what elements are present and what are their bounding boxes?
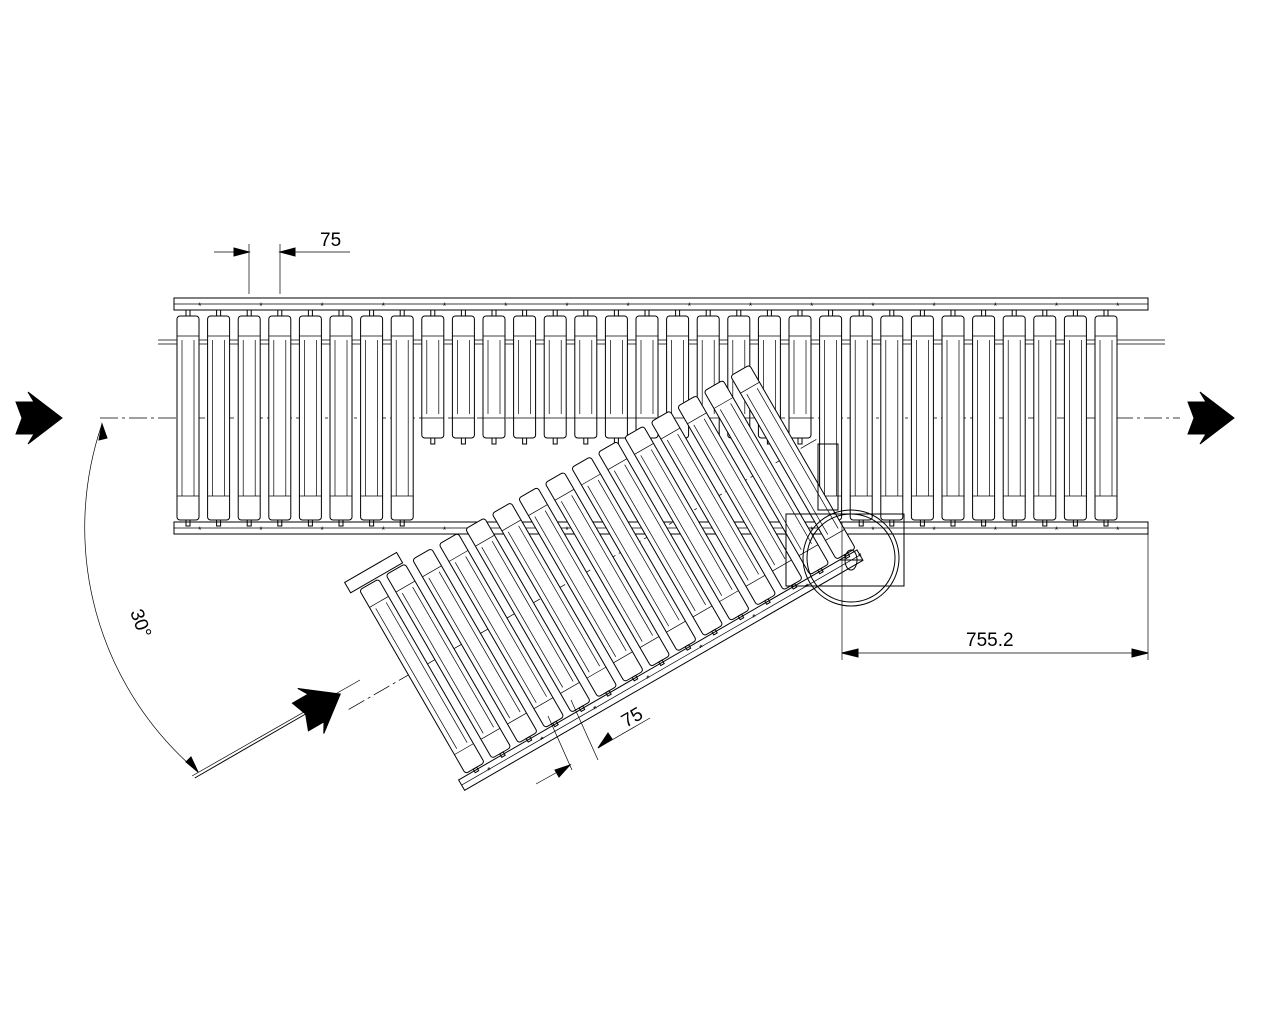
fastener-mark: *: [871, 525, 875, 535]
fastener-mark: *: [688, 301, 692, 311]
fastener-mark: *: [1055, 525, 1059, 535]
fastener-mark: *: [1116, 525, 1120, 535]
roller: [513, 309, 537, 445]
roller: [439, 533, 564, 728]
branch-far-frame: [343, 551, 404, 594]
main-top-frame: [173, 297, 1149, 311]
branch-arrow-icon: [194, 687, 341, 779]
roller: **: [176, 301, 202, 535]
roller: [704, 380, 829, 575]
roller: [819, 309, 843, 527]
fastener-mark: *: [592, 703, 600, 714]
roller: **: [1094, 301, 1120, 535]
dimension-pitch-top: 75: [214, 230, 350, 294]
fastener-mark: *: [749, 301, 753, 311]
roller: [1002, 309, 1026, 527]
roller: *: [625, 426, 759, 623]
fastener-mark: *: [198, 301, 202, 311]
fastener-mark: *: [810, 301, 814, 311]
roller: *: [413, 549, 547, 745]
fastener-mark: *: [443, 301, 447, 311]
fastener-mark: *: [320, 301, 324, 311]
roller: [207, 309, 231, 527]
roller: [386, 564, 511, 759]
dimension-text: 755.2: [966, 630, 1014, 651]
fastener-mark: *: [504, 301, 508, 311]
fastener-mark: *: [994, 301, 998, 311]
roller: [1063, 309, 1087, 527]
roller: **: [604, 301, 630, 535]
roller: [390, 309, 414, 527]
outlet-arrow-icon: [1187, 391, 1235, 445]
roller: [880, 309, 904, 527]
fastener-mark: *: [1116, 301, 1120, 311]
fastener-mark: *: [932, 301, 936, 311]
roller: [651, 411, 776, 606]
roller: [941, 309, 965, 527]
angle-text: 30°: [125, 607, 155, 641]
roller: [492, 503, 617, 697]
branch-conveyor: * * * * * * * *: [343, 365, 865, 791]
roller: [598, 441, 723, 636]
fastener-mark: *: [486, 765, 494, 776]
fastener-mark: *: [382, 301, 386, 311]
roller: **: [849, 301, 875, 535]
fastener-mark: *: [994, 525, 998, 535]
dimension-offset: 755.2: [841, 522, 1149, 660]
roller: *: [678, 396, 812, 592]
roller: [545, 472, 670, 667]
roller: [329, 309, 353, 527]
fastener-mark: *: [443, 525, 447, 535]
roller: [268, 309, 292, 527]
main-rail-lines: [158, 339, 1165, 345]
dimension-text: 75: [320, 230, 341, 251]
fastener-mark: *: [751, 612, 759, 623]
roller: **: [421, 301, 447, 535]
fastener-mark: *: [857, 550, 865, 561]
roller: **: [360, 301, 386, 535]
inlet-arrow-icon: [15, 391, 63, 445]
roller: **: [1033, 301, 1059, 535]
roller: *: [466, 518, 600, 714]
fastener-mark: *: [1055, 301, 1059, 311]
fastener-mark: *: [698, 642, 706, 653]
dimension-text: 75: [618, 704, 647, 733]
fastener-mark: *: [382, 525, 386, 535]
fastener-mark: *: [626, 301, 630, 311]
roller: *: [572, 457, 706, 653]
roller: **: [543, 301, 569, 535]
fastener-mark: *: [320, 525, 324, 535]
roller: [451, 309, 475, 445]
roller: **: [237, 301, 263, 535]
branch-rollers: * * * * * * * *: [360, 365, 865, 776]
fastener-mark: *: [645, 673, 653, 684]
fastener-mark: *: [259, 301, 263, 311]
roller: [574, 309, 598, 445]
fastener-mark: *: [565, 301, 569, 311]
roller: **: [482, 301, 508, 535]
fastener-mark: *: [259, 525, 263, 535]
roller: **: [972, 301, 998, 535]
roller: **: [298, 301, 324, 535]
roller: *: [360, 579, 494, 776]
roller: **: [910, 301, 936, 535]
drive-motor: [785, 443, 905, 607]
roller: *: [519, 487, 653, 684]
fastener-mark: *: [539, 734, 547, 745]
fastener-mark: *: [932, 525, 936, 535]
fastener-mark: *: [871, 301, 875, 311]
fastener-mark: *: [565, 525, 569, 535]
fastener-mark: *: [198, 525, 202, 535]
